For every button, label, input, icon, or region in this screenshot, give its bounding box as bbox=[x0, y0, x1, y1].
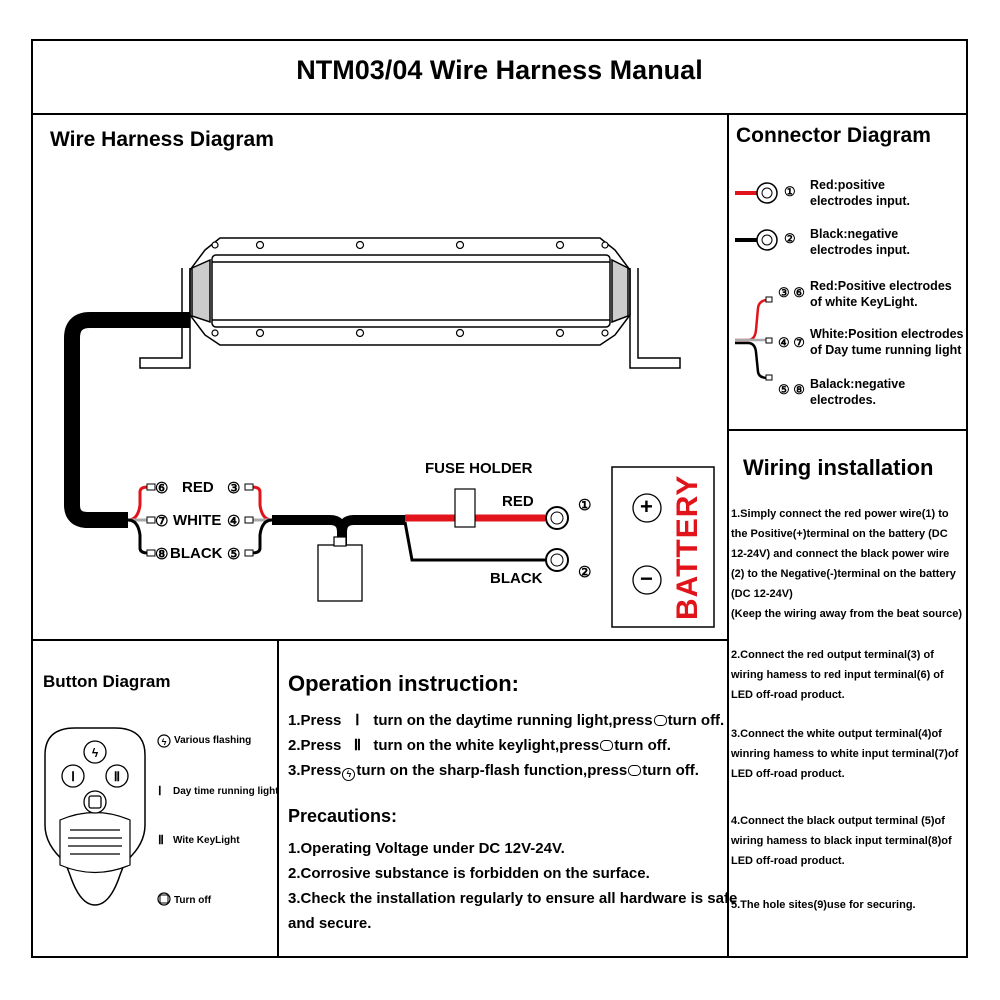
num-3: ③ bbox=[227, 480, 241, 497]
terminal-1 bbox=[545, 506, 569, 530]
label-white: WHITE bbox=[173, 512, 222, 529]
connector-heading: Connector Diagram bbox=[736, 124, 931, 147]
red-wire-label: RED bbox=[502, 493, 534, 510]
off-button bbox=[83, 790, 107, 814]
wiring-heading: Wiring installation bbox=[743, 455, 934, 480]
wiring-step-1: 1.Simply connect the red power wire(1) t… bbox=[731, 508, 963, 620]
num-7: ⑦ bbox=[155, 513, 169, 530]
battery-plus-terminal bbox=[632, 493, 662, 523]
terminal-2 bbox=[545, 548, 569, 572]
num-2: ② bbox=[578, 564, 592, 581]
minus-sign: − bbox=[640, 566, 653, 591]
connector-num-36: ③ ⑥ bbox=[778, 285, 805, 300]
page-title: NTM03/04 Wire Harness Manual bbox=[296, 55, 703, 85]
legend-flash: Various flashing bbox=[174, 735, 252, 746]
plus-sign: + bbox=[640, 494, 653, 519]
connector-num-47: ④ ⑦ bbox=[778, 335, 805, 350]
num-8: ⑧ bbox=[155, 546, 169, 563]
button-two bbox=[105, 764, 129, 788]
flash-icon: ϟ bbox=[342, 768, 356, 781]
connector-num-1: ① bbox=[784, 184, 796, 199]
svg-text:ϟ: ϟ bbox=[92, 746, 99, 760]
battery-minus-terminal bbox=[632, 565, 662, 595]
fuse-holder bbox=[454, 488, 476, 528]
precautions-heading: Precautions: bbox=[288, 806, 398, 826]
svg-text:Ⅰ: Ⅰ bbox=[71, 769, 75, 784]
light-bar-screws bbox=[211, 240, 609, 338]
harness-heading: Wire Harness Diagram bbox=[50, 128, 274, 151]
precautions-list: 1.Operating Voltage under DC 12V-24V. 2.… bbox=[288, 840, 738, 932]
black-wire-label: BLACK bbox=[490, 570, 543, 587]
connector-num-2: ② bbox=[784, 231, 796, 246]
flash-icon bbox=[157, 734, 171, 748]
label-red: RED bbox=[182, 479, 214, 496]
num-1: ① bbox=[578, 497, 592, 514]
roman-two-icon: Ⅱ bbox=[353, 737, 362, 754]
battery bbox=[611, 466, 715, 628]
right-connector-fan bbox=[251, 485, 273, 555]
roman-two-icon: Ⅱ bbox=[158, 833, 164, 847]
connector-num-58: ⑤ ⑧ bbox=[778, 382, 805, 397]
num-5: ⑤ bbox=[227, 546, 241, 563]
roman-one-icon: Ⅰ bbox=[158, 784, 162, 798]
fuse-holder-label: FUSE HOLDER bbox=[425, 460, 533, 477]
power-off-icon bbox=[628, 765, 642, 776]
legend-drl: Day time running light bbox=[173, 786, 279, 797]
wiring-step-5: 5.The hole sites(9)use for securing. bbox=[731, 899, 916, 911]
left-connector-fan bbox=[127, 485, 149, 555]
label-black: BLACK bbox=[170, 545, 223, 562]
legend-keylight: Wite KeyLight bbox=[173, 835, 240, 846]
main-cable bbox=[64, 312, 190, 528]
button-heading: Button Diagram bbox=[43, 672, 171, 691]
black-power-wire bbox=[403, 521, 545, 562]
wiring-step-3: 3.Connect the white output terminal(4)of… bbox=[731, 728, 959, 780]
operation-heading: Operation instruction: bbox=[288, 671, 519, 696]
legend-off: Turn off bbox=[174, 895, 212, 906]
wiring-step-4: 4.Connect the black output terminal (5)o… bbox=[731, 815, 952, 867]
num-6: ⑥ bbox=[155, 480, 169, 497]
flash-button bbox=[83, 740, 107, 764]
power-off-icon bbox=[653, 715, 667, 726]
num-4: ④ bbox=[227, 513, 241, 530]
svg-text:ϟ: ϟ bbox=[162, 737, 167, 747]
svg-text:Ⅱ: Ⅱ bbox=[114, 769, 120, 784]
switch-box bbox=[317, 544, 363, 602]
roman-one-icon: Ⅰ bbox=[355, 712, 360, 729]
power-off-icon bbox=[600, 740, 614, 751]
button-one bbox=[61, 764, 85, 788]
power-off-icon bbox=[157, 892, 171, 906]
